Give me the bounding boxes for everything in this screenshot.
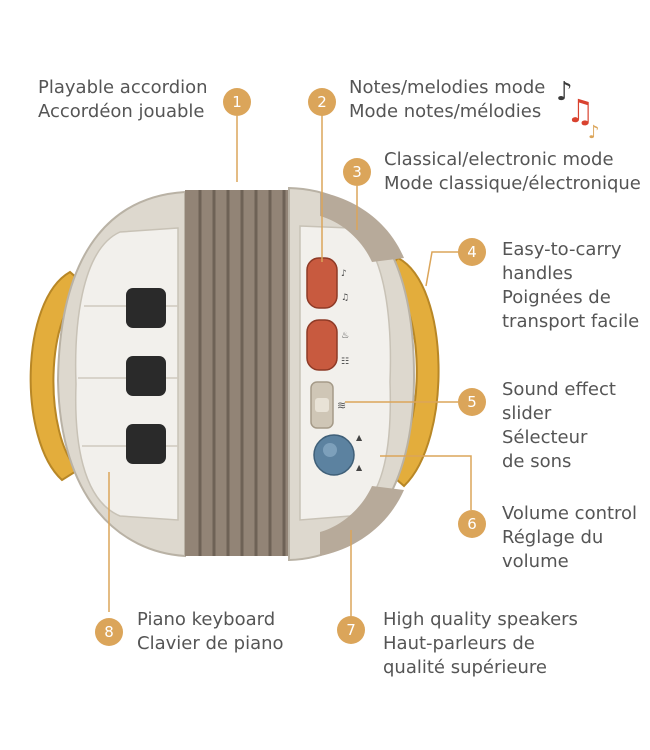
bellows <box>185 190 289 556</box>
svg-text:▲: ▲ <box>356 463 363 472</box>
svg-text:♨: ♨ <box>341 331 349 341</box>
music-notes-icon: ♪ ♫ ♪ <box>556 77 600 143</box>
notes-melodies-button <box>306 257 338 309</box>
label-line: Volume control <box>502 503 638 524</box>
label-high-quality-speakers: High quality speakers Haut-parleurs de q… <box>383 608 578 680</box>
label-line: Classical/electronic mode <box>384 149 614 170</box>
label-piano-keyboard: Piano keyboard Clavier de piano <box>137 608 284 656</box>
left-handle <box>29 270 88 482</box>
label-line: Sélecteur <box>502 427 588 448</box>
badge-3: 3 <box>343 158 371 186</box>
svg-text:☷: ☷ <box>341 357 349 367</box>
badge-7: 7 <box>337 616 365 644</box>
badge-2: 2 <box>308 88 336 116</box>
label-line: transport facile <box>502 311 640 332</box>
label-line: Easy-to-carry <box>502 239 622 260</box>
svg-text:♪: ♪ <box>341 269 347 279</box>
label-line: Playable accordion <box>38 77 208 98</box>
label-line: de sons <box>502 451 572 472</box>
speaker-grille <box>320 192 404 262</box>
black-key <box>126 356 166 396</box>
classical-electronic-button <box>306 319 338 371</box>
badge-1: 1 <box>223 88 251 116</box>
label-line: Accordéon jouable <box>38 101 205 122</box>
svg-text:♫: ♫ <box>566 92 595 130</box>
label-line: Piano keyboard <box>137 609 276 630</box>
label-classical-electronic-mode: Classical/electronic mode Mode classique… <box>384 148 641 196</box>
svg-text:♪: ♪ <box>588 122 600 143</box>
label-line: qualité supérieure <box>383 657 547 678</box>
label-line: Poignées de <box>502 287 611 308</box>
label-line: Mode classique/électronique <box>384 173 641 194</box>
label-line: Haut-parleurs de <box>383 633 535 654</box>
label-sound-effect-slider: Sound effect slider Sélecteur de sons <box>502 378 616 474</box>
label-line: slider <box>502 403 552 424</box>
label-line: volume <box>502 551 569 572</box>
badge-6: 6 <box>458 510 486 538</box>
svg-text:▲: ▲ <box>356 433 363 442</box>
label-line: Réglage du <box>502 527 604 548</box>
label-line: Notes/melodies mode <box>349 77 546 98</box>
label-line: High quality speakers <box>383 609 578 630</box>
label-line: Sound effect <box>502 379 616 400</box>
label-line: handles <box>502 263 573 284</box>
label-carry-handles: Easy-to-carry handles Poignées de transp… <box>502 238 639 334</box>
label-line: Mode notes/mélodies <box>349 101 542 122</box>
label-volume-control: Volume control Réglage du volume <box>502 502 637 574</box>
speaker-grille <box>320 486 404 556</box>
label-playable-accordion: Playable accordion Accordéon jouable <box>38 76 208 124</box>
black-key <box>126 288 166 328</box>
badge-8: 8 <box>95 618 123 646</box>
badge-4: 4 <box>458 238 486 266</box>
black-key <box>126 424 166 464</box>
badge-5: 5 <box>458 388 486 416</box>
svg-text:♪: ♪ <box>556 77 573 107</box>
svg-text:≋: ≋ <box>337 399 346 412</box>
label-line: Clavier de piano <box>137 633 284 654</box>
svg-text:♫: ♫ <box>341 293 349 303</box>
label-notes-melodies-mode: Notes/melodies mode Mode notes/mélodies <box>349 76 545 124</box>
